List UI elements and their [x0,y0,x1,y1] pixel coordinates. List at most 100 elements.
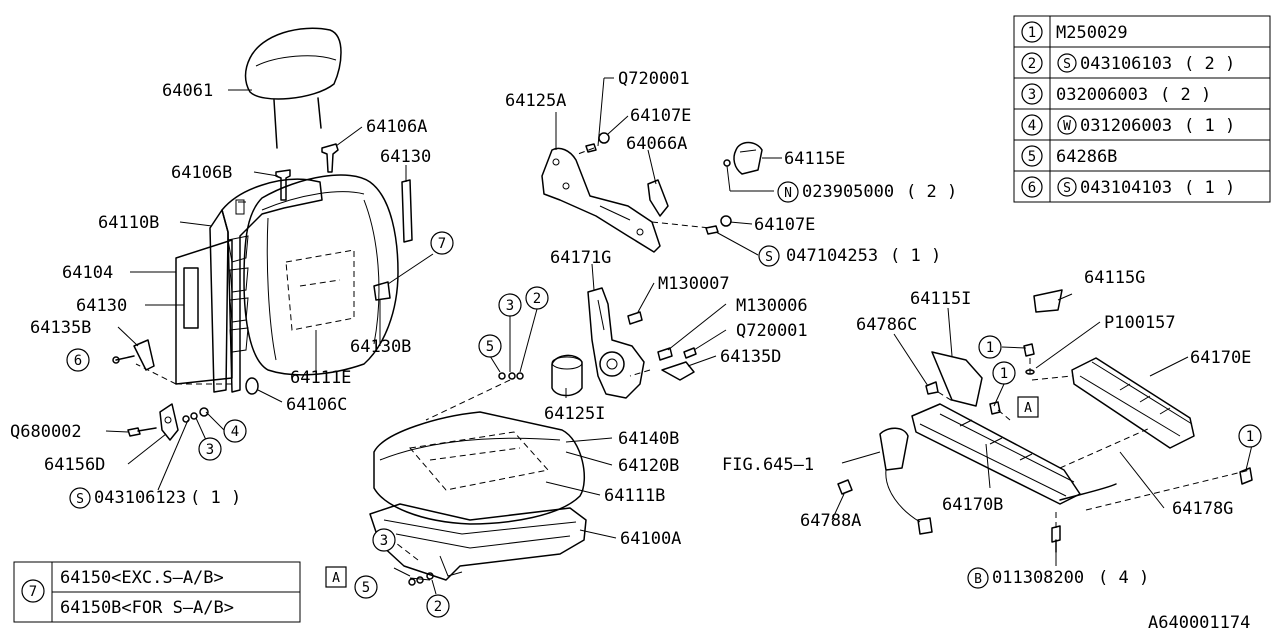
marker-a-center: A [332,571,340,586]
label-64115i: 64115I [910,289,971,309]
bolt-q680002 [127,427,157,437]
label-64061: 64061 [162,81,213,101]
label-011308200-code: 011308200 [992,568,1084,588]
marker-2-lower: 2 [434,599,442,615]
label-64115e: 64115E [784,149,845,169]
label-64120b: 64120B [618,456,679,476]
label-64125a: 64125A [505,91,566,111]
marker-3-upper: 3 [506,298,514,314]
label-q680002: Q680002 [10,422,82,442]
table-row-4-letter: W [1063,119,1071,134]
label-m130007: M130007 [658,274,730,294]
nut-64107e-top [598,132,610,144]
label-64135d: 64135D [720,347,781,367]
marker-6: 6 [74,353,82,369]
label-64115g: 64115G [1084,268,1145,288]
label-64106c: 64106C [286,395,347,415]
part-labels: 64061 64106A 64106B 64130 64110B 64104 6… [10,69,1251,633]
label-64178g: 64178G [1172,499,1233,519]
seat-frame-64100a [369,503,587,581]
marker-1-right: 1 [1246,429,1254,445]
table-row-2-code: 043106103 [1080,54,1172,74]
label-64125i: 64125I [544,404,605,424]
table-row-2-letter: S [1063,57,1071,72]
marker-1-upper: 1 [986,340,994,356]
side-strip-right [401,179,413,243]
nut-64107e-mid [705,215,732,235]
headrest-guide-left [275,169,291,201]
marker-s-047104253: S [765,250,773,265]
label-64171g: 64171G [550,248,611,268]
table-row-6-letter: S [1063,181,1071,196]
label-043106123-code: 043106123 [94,488,186,508]
label-64104: 64104 [62,263,113,283]
bolt-6 [112,355,135,364]
label-64156d: 64156D [44,455,105,475]
label-64170e: 64170E [1190,348,1251,368]
table-row-3-qty: ( 2 ) [1160,85,1211,105]
washer-set-center [408,372,524,586]
headrest-part [244,27,342,149]
washer-set-left [182,407,209,423]
table-row-4-code: 031206003 [1080,116,1172,136]
knob-64135d [661,361,695,381]
marker-b-011308200: B [974,572,982,587]
table-row-5-code: 64286B [1056,147,1117,167]
bushing-64106c [245,377,259,395]
bolt-1-right [1239,467,1253,485]
label-q720001-mid: Q720001 [736,321,808,341]
buckle-fig645 [879,427,933,535]
bolt-1-upper [1023,343,1035,357]
marker-3-left: 3 [206,442,214,458]
label-023905000-code: 023905000 [802,182,894,202]
table-row-2-index: 2 [1028,56,1036,72]
table-row-1-index: 1 [1028,25,1036,41]
seatback-cushion [243,174,399,376]
parts-table-bottom: 7 64150<EXC.S–A/B> 64150B<FOR S–A/B> [13,561,301,623]
label-023905000-qty: ( 2 ) [906,182,957,202]
table-row-6-index: 6 [1028,180,1036,196]
cover-64125i [551,354,583,397]
clip-64066a [647,179,669,217]
marker-5-lower: 5 [362,580,370,596]
label-m130006: M130006 [736,296,808,316]
table-row-3-code: 032006003 [1056,85,1148,105]
label-043106123-qty: ( 1 ) [190,488,241,508]
marker-7: 7 [438,236,446,252]
table-bottom-row-1: 64150<EXC.S–A/B> [60,568,224,588]
recliner-cover-64156d [159,403,179,441]
headrest-guide-right [321,143,339,173]
bolt-b011308200 [1051,525,1061,553]
nut-64788a [837,479,853,495]
recliner-lever [133,339,155,371]
label-64066a: 64066A [626,134,687,154]
label-64130b: 64130B [350,337,411,357]
label-64106a: 64106A [366,117,427,137]
label-64786c: 64786C [856,315,917,335]
table-row-3-index: 3 [1028,87,1036,103]
label-64140b: 64140B [618,429,679,449]
connection-lines [135,147,1251,561]
bolt-q720001-top [585,143,597,153]
cover-64115g [1033,289,1063,313]
label-p100157: P100157 [1104,313,1176,333]
table-row-5-index: 5 [1028,149,1036,165]
marker-a-right: A [1024,401,1032,416]
marker-1-mid: 1 [1000,366,1008,382]
bolt-q720001-mid [683,347,697,359]
label-64130-left: 64130 [76,296,127,316]
label-64106b: 64106B [171,163,232,183]
marker-4-left: 4 [231,424,239,440]
marker-s-043106123: S [76,492,84,507]
label-047104253-qty: ( 1 ) [890,246,941,266]
recliner-64171g [587,287,645,399]
cover-64115i [931,351,983,407]
label-64111b: 64111B [604,486,665,506]
label-64130-top: 64130 [380,147,431,167]
bolt-64786c [925,381,939,395]
parts-table-top: 1 M250029 2 S 043106103 ( 2 ) 3 03200600… [1013,15,1271,203]
clip-64130b [373,281,391,301]
cover-64115e [733,141,763,175]
table-row-6-code: 043104103 [1080,178,1172,198]
label-64135b: 64135B [30,318,91,338]
